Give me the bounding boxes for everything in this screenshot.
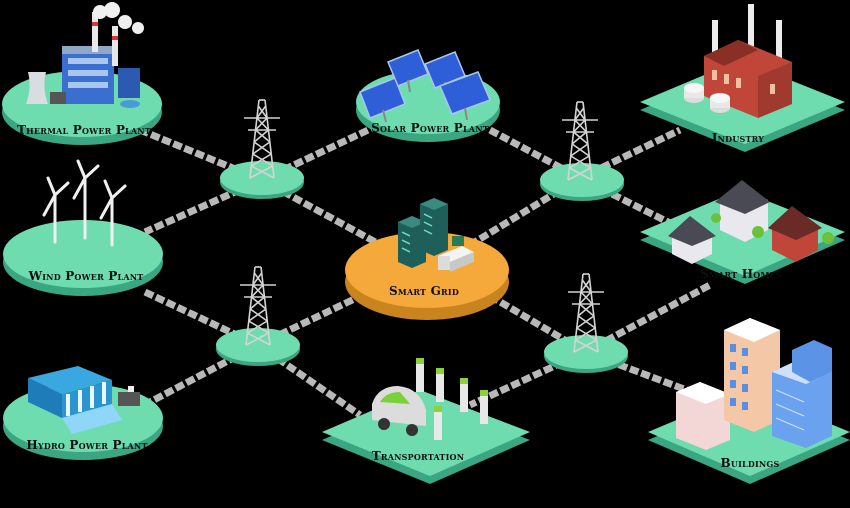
wind-power-plant-label: Wind Power Plant [28,269,144,283]
solar-panel-icon [359,49,492,123]
thermal-power-plant-node [2,2,162,145]
transportation-node [322,358,530,484]
ev-charger-icon [416,358,488,440]
smart-grid-label: Smart Grid [389,284,459,298]
transmission-tower-icon-bottom-left [240,266,276,346]
wind-turbine-icon [42,159,127,247]
tower-hub-bottom-left [216,328,300,366]
smart-homes-node [640,180,845,284]
solar-power-plant-node [356,49,500,142]
transportation-label: Transportation [371,449,465,463]
factory-icon [26,2,144,108]
tower-hub-bottom-right [544,335,628,373]
house-icon [668,180,834,264]
transmission-tower-icon-top-right [562,101,598,181]
industry-label: Industry [711,131,765,145]
smart-grid-node [345,198,509,320]
buildings-label: Buildings [720,456,780,470]
hydro-power-plant-node [3,366,163,460]
industry-node [640,4,845,152]
transmission-tower-icon-top-left [244,99,280,179]
transmission-tower-icon-bottom-right [568,273,604,353]
dam-icon [28,366,140,434]
hydro-power-plant-label: Hydro Power Plant [26,438,148,452]
office-building-icon [676,318,832,450]
wind-power-plant-node [3,159,163,296]
buildings-node [648,318,850,484]
electric-car-icon [372,386,426,436]
industry-building-icon [684,4,792,118]
server-rack-icon [398,198,474,272]
thermal-power-plant-label: Thermal Power Plant [17,123,151,137]
smart-homes-label: Smart Homes [700,267,782,281]
solar-power-plant-label: Solar Power Plant [371,121,489,135]
tower-hub-top-left [220,161,304,199]
tower-hub-top-right [540,163,624,201]
